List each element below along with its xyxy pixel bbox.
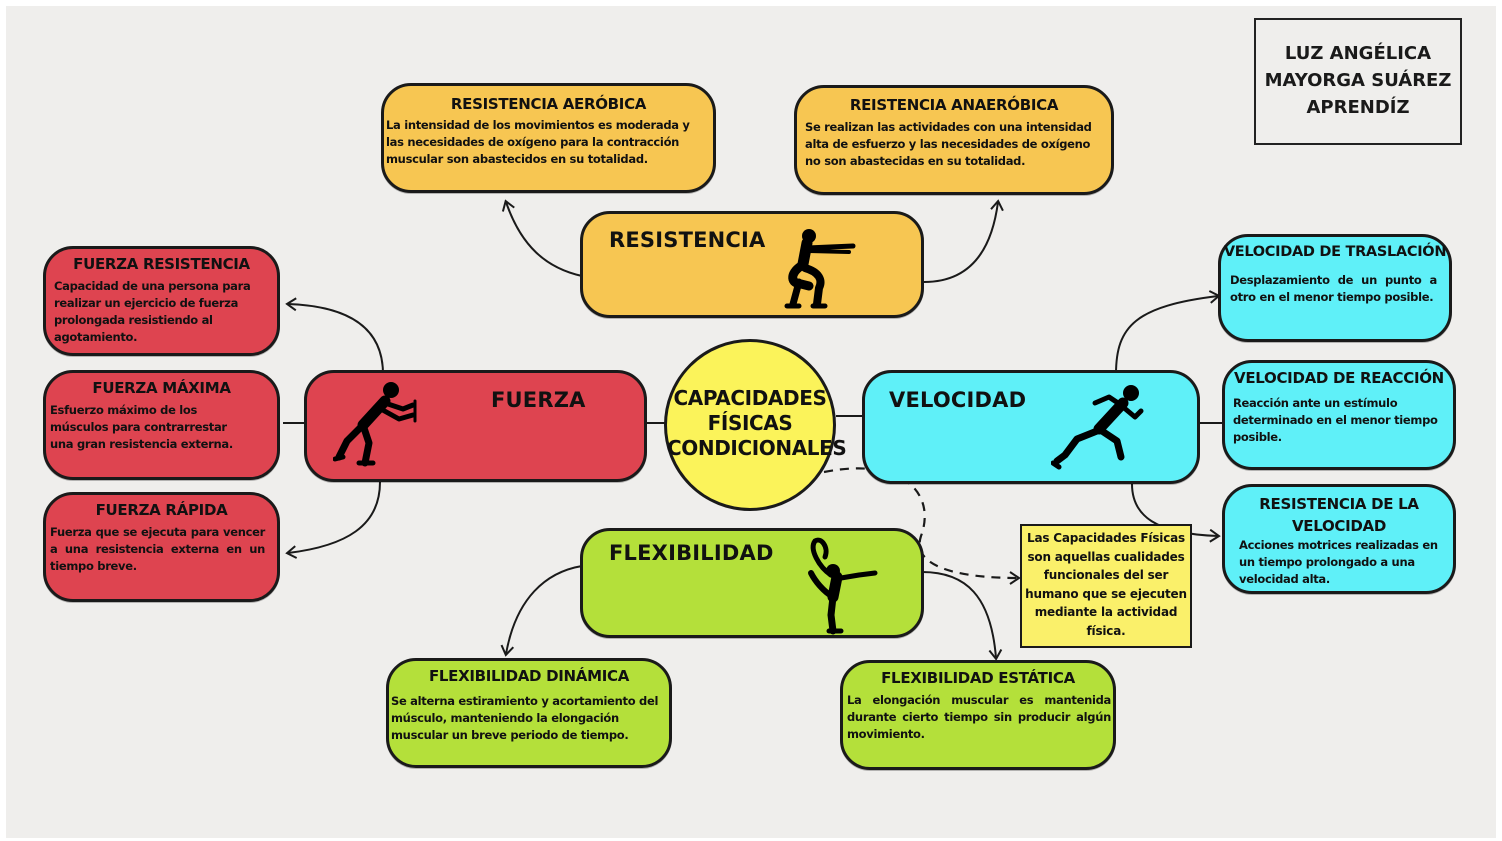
fuerza-maxima-box: FUERZA MÁXIMA Esfuerzo máximo de los mús… <box>43 370 280 480</box>
link-fuerza-rapida <box>285 481 381 559</box>
resistencia-anaerobica-title: REISTENCIA ANAERÓBICA <box>849 96 1059 114</box>
velocidad-resistencia-box: RESISTENCIA DE LA VELOCIDAD Acciones mot… <box>1222 484 1456 594</box>
fuerza-rapida-title: FUERZA RÁPIDA <box>95 501 228 519</box>
link-center-note <box>823 467 1021 585</box>
flexibilidad-estatica-title: FLEXIBILIDAD ESTÁTICA <box>881 669 1075 687</box>
flexibilidad-estatica-box: FLEXIBILIDAD ESTÁTICA La elongación musc… <box>840 660 1116 770</box>
velocidad-reaccion-text: Reacción ante un estímulo determinado en… <box>1233 396 1438 444</box>
flexibilidad-dinamica-text: Se alterna estiramiento y acortamiento d… <box>391 694 659 742</box>
resistencia-aerobica-box: RESISTENCIA AERÓBICA La intensidad de lo… <box>381 83 716 193</box>
dancer-figure-icon <box>808 537 878 635</box>
flexibilidad-main-box: FLEXIBILIDAD <box>580 528 924 638</box>
velocidad-resistencia-text: Acciones motrices realizadas en un tiemp… <box>1239 538 1438 586</box>
fuerza-rapida-text: Fuerza que se ejecuta para vencer a una … <box>50 525 265 573</box>
link-flexibilidad-dinamica <box>500 565 583 657</box>
link-velocidad-traslacion <box>1115 290 1221 375</box>
fuerza-resistencia-text: Capacidad de una persona para realizar u… <box>54 279 251 344</box>
fuerza-resistencia-title: FUERZA RESISTENCIA <box>73 255 250 273</box>
fuerza-rapida-box: FUERZA RÁPIDA Fuerza que se ejecuta para… <box>43 492 280 602</box>
author-name-line1: LUZ ANGÉLICA <box>1284 43 1432 64</box>
fuerza-main-box: FUERZA <box>304 370 647 482</box>
definition-note: Las Capacidades Físicas son aquellas cua… <box>1020 524 1192 648</box>
center-node: CAPACIDADES FÍSICAS CONDICIONALES <box>664 339 847 511</box>
link-velocidad-resistencia <box>1131 483 1221 543</box>
velocidad-main-title: VELOCIDAD <box>889 388 1027 412</box>
author-role: APRENDÍZ <box>1306 97 1410 118</box>
velocidad-reaccion-title: VELOCIDAD DE REACCIÓN <box>1234 369 1444 387</box>
definition-note-text: Las Capacidades Físicas son aquellas cua… <box>1025 531 1187 638</box>
center-title-line1: CAPACIDADES <box>673 386 827 410</box>
mind-map-canvas: LUZ ANGÉLICA MAYORGA SUÁREZ APRENDÍZ RES… <box>6 6 1496 838</box>
resistencia-aerobica-title: RESISTENCIA AERÓBICA <box>450 95 647 113</box>
connector-lines <box>283 199 1222 661</box>
sprinter-figure-icon <box>1051 385 1144 470</box>
link-resistencia-anaerobica <box>923 199 1004 283</box>
pushing-figure-icon <box>333 382 417 467</box>
link-resistencia-aerobica <box>501 199 583 277</box>
resistencia-aerobica-text: La intensidad de los movimientos es mode… <box>386 118 690 166</box>
velocidad-traslacion-text: Desplazamiento de un punto a otro en el … <box>1230 273 1437 304</box>
velocidad-main-box: VELOCIDAD <box>862 370 1200 484</box>
fuerza-maxima-title: FUERZA MÁXIMA <box>92 379 231 397</box>
resistencia-anaerobica-box: REISTENCIA ANAERÓBICA Se realizan las ac… <box>794 85 1114 195</box>
resistencia-main-title: RESISTENCIA <box>609 228 766 252</box>
velocidad-traslacion-box: VELOCIDAD DE TRASLACIÓN Desplazamiento d… <box>1218 234 1452 342</box>
link-flexibilidad-estatica <box>921 571 1003 661</box>
flexibilidad-main-title: FLEXIBILIDAD <box>609 541 774 565</box>
fuerza-maxima-text: Esfuerzo máximo de los músculos para con… <box>50 403 233 451</box>
author-box: LUZ ANGÉLICA MAYORGA SUÁREZ APRENDÍZ <box>1254 18 1462 145</box>
flexibilidad-dinamica-title: FLEXIBILIDAD DINÁMICA <box>428 667 630 685</box>
center-title-line3: CONDICIONALES <box>667 436 847 460</box>
fuerza-resistencia-box: FUERZA RESISTENCIA Capacidad de una pers… <box>43 246 280 356</box>
velocidad-resistencia-title: RESISTENCIA DE LA VELOCIDAD <box>1259 495 1419 535</box>
center-title-line2: FÍSICAS <box>707 411 793 435</box>
fuerza-main-title: FUERZA <box>491 388 586 412</box>
author-name-line2: MAYORGA SUÁREZ <box>1264 70 1452 91</box>
resistencia-main-box: RESISTENCIA <box>580 211 924 318</box>
flexibilidad-dinamica-box: FLEXIBILIDAD DINÁMICA Se alterna estiram… <box>386 658 672 768</box>
link-fuerza-resistencia <box>285 297 384 375</box>
flexibilidad-estatica-text: La elongación muscular es mantenida dura… <box>847 693 1111 741</box>
velocidad-reaccion-box: VELOCIDAD DE REACCIÓN Reacción ante un e… <box>1222 360 1456 470</box>
squat-figure-icon <box>784 229 856 309</box>
velocidad-traslacion-title: VELOCIDAD DE TRASLACIÓN <box>1223 244 1447 260</box>
resistencia-anaerobica-text: Se realizan las actividades con una inte… <box>805 120 1092 168</box>
